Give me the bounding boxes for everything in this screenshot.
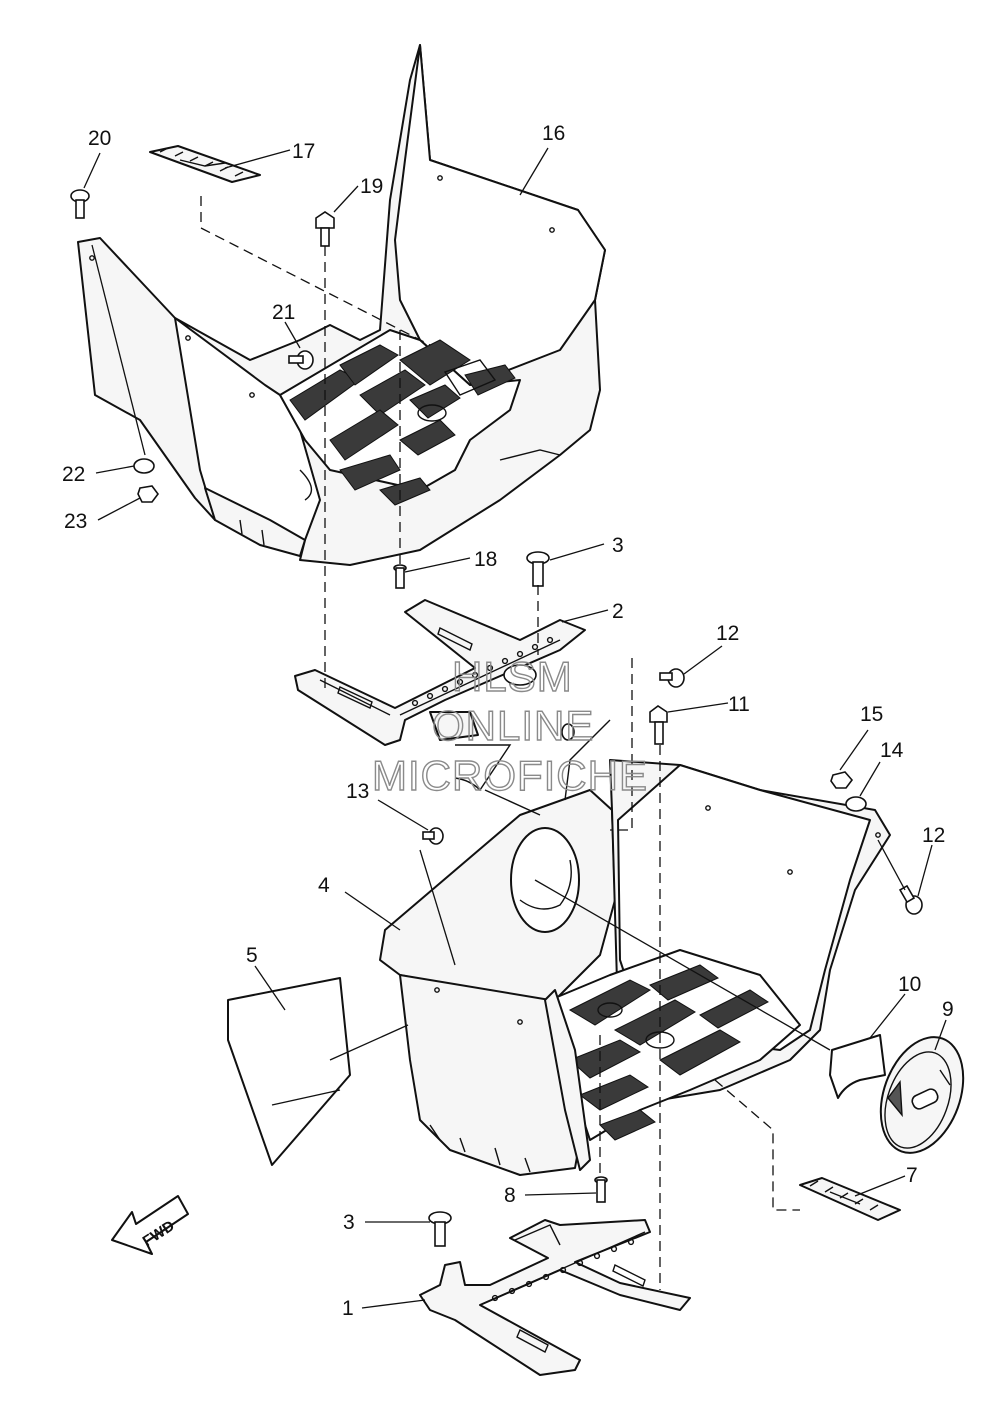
callout-11: 11 <box>728 693 750 716</box>
watermark-line-3: MICROFICHE <box>372 752 648 799</box>
watermark-line-2: ONLINE <box>432 702 594 749</box>
callout-21: 21 <box>272 301 295 324</box>
callout-18: 18 <box>474 548 497 571</box>
upper-footrest-assembly <box>77 44 606 566</box>
callout-leaders <box>83 147 947 1309</box>
screw-21 <box>288 350 314 370</box>
callout-20: 20 <box>88 127 111 150</box>
callout-5: 5 <box>246 944 258 967</box>
washer-14 <box>845 796 867 812</box>
bolt-20 <box>70 189 90 219</box>
callout-2: 2 <box>612 600 624 623</box>
callout-4: 4 <box>318 874 330 897</box>
tread-strip-upper <box>149 145 261 183</box>
forward-direction-arrow: FWD <box>111 1195 189 1255</box>
callout-14: 14 <box>880 739 904 762</box>
nut-23 <box>137 485 159 503</box>
decal-10 <box>829 1034 886 1099</box>
callout-12-upper: 12 <box>716 622 739 645</box>
nut-15 <box>830 771 854 789</box>
callout-17: 17 <box>292 140 315 163</box>
bolt-3-lower <box>428 1211 452 1247</box>
callout-23: 23 <box>64 510 87 533</box>
decal-5 <box>227 977 351 1166</box>
screw-13 <box>422 827 444 845</box>
alignment-lines <box>91 196 906 1290</box>
callout-12-lower: 12 <box>922 824 945 847</box>
watermark-line-1: HLSM <box>452 653 573 700</box>
callout-1: 1 <box>342 1297 354 1320</box>
callout-3-upper: 3 <box>612 534 624 557</box>
clip-near-2 <box>561 723 575 741</box>
bolt-3-upper <box>526 551 550 587</box>
bracket-2 <box>294 599 586 746</box>
callout-9: 9 <box>942 998 954 1021</box>
rivet-8 <box>594 1176 608 1203</box>
bracket-1 <box>419 1219 691 1376</box>
callout-8: 8 <box>504 1184 516 1207</box>
bolt-19 <box>315 211 335 247</box>
callout-13: 13 <box>346 780 369 803</box>
callout-labels: 20 17 16 19 21 22 23 18 3 2 12 11 15 14 … <box>62 122 954 1320</box>
callout-19: 19 <box>360 175 383 198</box>
bolt-11 <box>649 705 668 745</box>
callout-15: 15 <box>860 703 883 726</box>
callout-16: 16 <box>542 122 565 145</box>
watermark: HLSM ONLINE MICROFICHE <box>371 652 648 799</box>
screw-12-lower <box>898 884 923 915</box>
lower-footrest-assembly <box>379 759 891 1176</box>
washer-22 <box>133 458 155 474</box>
callout-22: 22 <box>62 463 85 486</box>
callout-3-lower: 3 <box>343 1211 355 1234</box>
callout-7: 7 <box>906 1164 918 1187</box>
callout-10: 10 <box>898 973 921 996</box>
cap-9 <box>879 1036 965 1154</box>
fasteners <box>70 189 923 1247</box>
tread-strip-lower <box>799 1177 901 1221</box>
rivet-18 <box>393 564 407 589</box>
screw-12-upper <box>659 668 685 688</box>
